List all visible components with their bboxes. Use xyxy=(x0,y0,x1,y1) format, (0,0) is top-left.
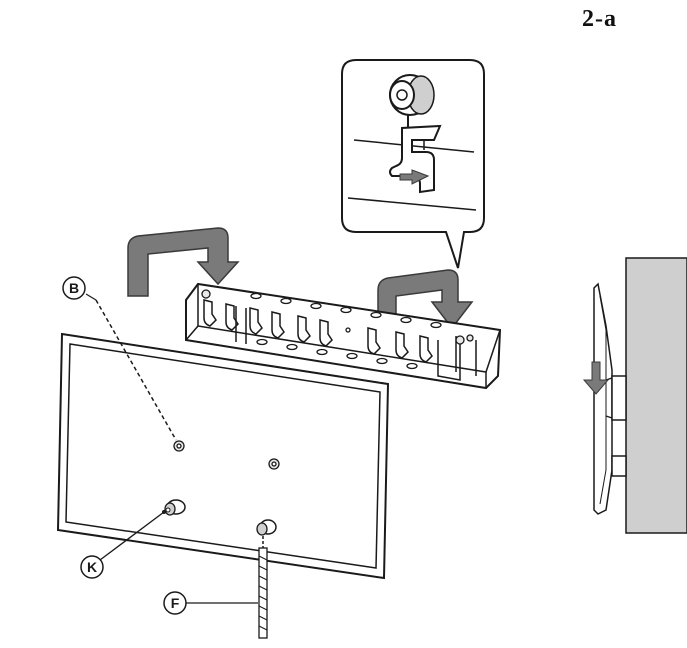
side-view-tv-profile xyxy=(593,282,613,515)
left-placement-arrow-icon xyxy=(127,227,240,297)
spacer-k-icon xyxy=(164,499,186,516)
side-view-wall xyxy=(625,257,687,534)
callout-f: F xyxy=(163,591,187,615)
callout-b-letter: B xyxy=(69,280,79,296)
side-view-bracket xyxy=(611,375,627,477)
zoom-hook-arrow-icon xyxy=(399,169,430,185)
callout-k: K xyxy=(80,555,104,579)
callout-b: B xyxy=(62,276,86,300)
wall-bracket xyxy=(185,282,502,390)
side-view xyxy=(582,257,687,534)
zoom-wall-line-top xyxy=(353,139,475,153)
zoom-wall-line-bottom xyxy=(347,197,477,211)
right-placement-arrow-icon xyxy=(377,269,474,339)
zoom-callout xyxy=(341,59,485,269)
circled-letter-icon xyxy=(62,276,86,300)
tv-back-panel xyxy=(56,332,390,580)
callout-f-letter: F xyxy=(171,595,180,611)
screw-f-icon xyxy=(258,536,268,639)
step-label: 2-a xyxy=(582,6,617,32)
circled-letter-icon xyxy=(163,591,187,615)
tv-mount-hole-icon xyxy=(173,440,280,470)
circled-letter-icon xyxy=(80,555,104,579)
callout-k-letter: K xyxy=(87,559,97,575)
spacer-f-icon xyxy=(256,519,277,536)
screw-b-icon xyxy=(85,293,177,441)
leader-line-k xyxy=(99,511,165,561)
side-view-down-arrow-icon xyxy=(582,361,610,395)
spacer-knob-icon xyxy=(389,74,435,128)
